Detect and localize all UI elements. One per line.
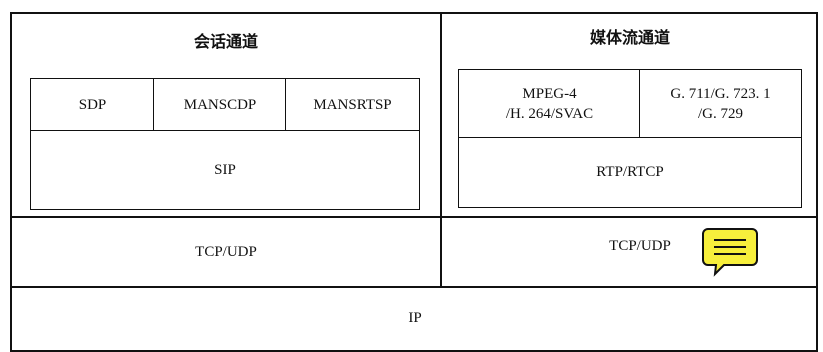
network-ip-label: IP xyxy=(408,310,422,327)
protocol-label: SDP xyxy=(78,96,107,113)
session-protocol-manscdp: MANSCDP xyxy=(153,78,287,132)
audio-codecs-label: G. 711/G. 723. 1 /G. 729 xyxy=(670,85,771,122)
sip-label: SIP xyxy=(214,161,236,178)
transport-left-label: TCP/UDP xyxy=(195,243,257,260)
comment-icon[interactable] xyxy=(702,227,760,277)
network-row-top xyxy=(10,286,818,288)
rtp-label: RTP/RTCP xyxy=(596,164,664,181)
video-codecs-label: MPEG-4 /H. 264/SVAC xyxy=(505,85,594,122)
protocol-label: MANSRTSP xyxy=(313,96,392,113)
session-base-sip: SIP xyxy=(30,130,420,210)
media-channel-title: 媒体流通道 xyxy=(589,28,670,48)
session-channel-title: 会话通道 xyxy=(193,32,258,52)
session-protocol-mansrtsp: MANSRTSP xyxy=(285,78,420,132)
media-base-rtp: RTP/RTCP xyxy=(458,137,802,208)
session-protocol-sdp: SDP xyxy=(30,78,155,132)
media-audio-codecs: G. 711/G. 723. 1 /G. 729 xyxy=(639,69,802,139)
transport-row-top xyxy=(10,216,818,218)
transport-right-label: TCP/UDP xyxy=(609,237,671,254)
media-video-codecs: MPEG-4 /H. 264/SVAC xyxy=(458,69,641,139)
protocol-label: MANSCDP xyxy=(183,96,257,113)
channel-divider xyxy=(440,12,442,287)
